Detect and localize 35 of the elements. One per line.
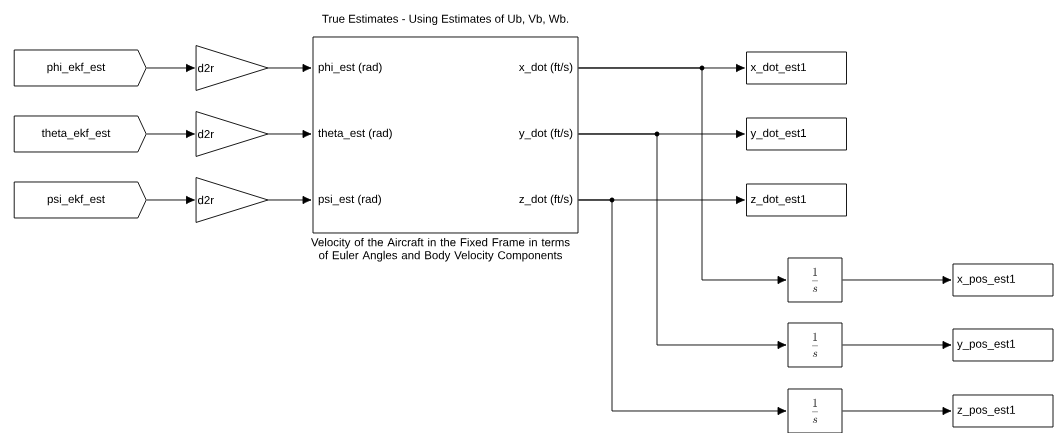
goto-tag: y_dot_est1 [746,117,847,151]
block-title: True Estimates - Using Estimates of Ub, Vb, Wb. [322,14,569,26]
arrow [267,129,312,139]
arrow [578,67,787,285]
arrow [842,275,952,285]
goto-tag: x_dot_est1 [746,51,847,85]
gain-triangle: d2r [195,45,269,91]
integrator-block: $\frac{1}{s}$ [787,322,843,368]
arrow [578,133,787,350]
integrator-block: $\frac{1}{s}$ [787,388,843,433]
port-label: psi_est (rad) [318,194,381,206]
gain-triangle: d2r [195,177,269,223]
port-label: x_dot (ft/s) [519,62,573,74]
arrow [267,63,312,73]
from-tag: theta_ekf_est [13,115,147,153]
from-tag: psi_ekf_est [13,181,147,219]
arrow [842,406,952,416]
arrow [267,195,312,205]
arrow [146,129,195,139]
port-label: theta_est (rad) [318,128,392,140]
port-label: y_dot (ft/s) [518,128,573,140]
from-tag: phi_ekf_est [13,49,147,87]
port-label: z_dot (ft/s) [519,194,573,206]
goto-tag: z_dot_est1 [746,183,847,217]
goto-tag: y_pos_est1 [952,328,1054,362]
block-caption: Velocity of the Aircraft in the Fixed Frame in terms of Euler Angles and Body Velocity Components [311,237,570,262]
arrow [842,340,952,350]
goto-tag: x_pos_est1 [952,263,1054,297]
arrow [578,199,787,416]
port-label: phi_est (rad) [318,62,382,74]
integrator-block: $\frac{1}{s}$ [787,257,843,303]
arrow [146,195,195,205]
goto-tag: z_pos_est1 [952,394,1054,428]
gain-triangle: d2r [195,111,269,157]
arrow [146,63,195,73]
